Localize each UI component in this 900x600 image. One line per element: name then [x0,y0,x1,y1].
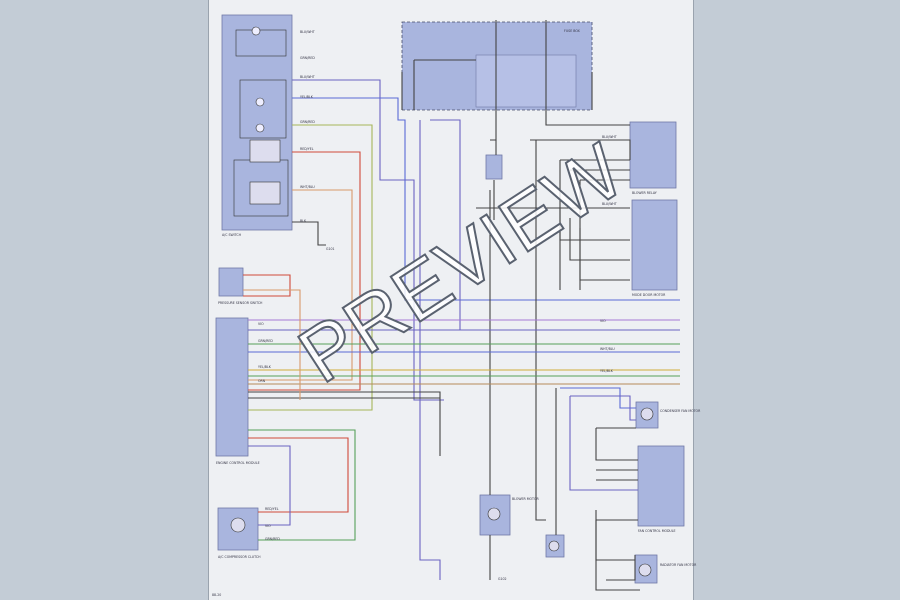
wire-label: RED/YEL [300,147,314,151]
wire-label: WHT/BLU [300,185,315,189]
wire-label: YEL/BLK [300,95,314,99]
component-captions: A/C SWITCH PRESSURE SENSOR SWITCH ENGINE… [212,29,701,597]
ac-switch-caption: A/C SWITCH [222,233,242,237]
wire-label: BLU/WHT [300,75,315,79]
blower-motor-caption: BLOWER MOTOR [512,497,539,501]
wire-label: BLU/WHT [602,135,617,139]
mode-door-box [631,199,678,291]
motor-symbols [230,407,654,577]
fuse-box-caption: FUSE BOX [564,29,581,33]
wires [243,20,680,591]
wire-label: YEL/BLK [258,365,272,369]
ecm-box [215,317,249,457]
ground-g2-caption: G102 [498,577,507,581]
wire-label: VIO [258,322,264,326]
wire-label: VIO [600,319,606,323]
wire-label: GRN/RED [300,120,315,124]
wire-label: BLU/WHT [602,202,617,206]
wire-label: GRN/RED [258,339,273,343]
fuse-box-inner [475,54,577,108]
blower-relay-caption: BLOWER RELAY [632,191,657,195]
pressure-switch-box [218,267,244,297]
small-fuse-box [485,154,503,180]
condenser-fan-caption: CONDENSER FAN MOTOR [660,409,701,413]
wire-label: BLU/WHT [300,30,315,34]
radiator-fan-caption: RADIATOR FAN MOTOR [660,563,697,567]
compressor-clutch-caption: A/C COMPRESSOR CLUTCH [218,555,261,559]
wire-label: ORN [258,379,266,383]
blower-relay-box [629,121,677,189]
ac-switch-internals [233,26,289,217]
fan-control-caption: FAN CONTROL MODULE [638,529,676,533]
wire-label: RED/YEL [265,507,279,511]
wire-label: WHT/BLU [600,347,615,351]
ground-g1-caption: G101 [326,247,335,251]
wire-label: YEL/BLK [600,369,614,373]
wire-labels: BLU/WHT GRN/RED BLU/WHT YEL/BLK GRN/RED … [258,30,617,541]
wire-label: BLK [300,219,307,223]
fan-control-box [637,445,685,527]
wire-label: GRN/RED [265,537,280,541]
page-number: 88-20 [212,593,221,597]
wire-label: GRN/RED [300,56,315,60]
ecm-caption: ENGINE CONTROL MODULE [216,461,260,465]
wire-label: VIO [265,524,271,528]
pressure-switch-caption: PRESSURE SENSOR SWITCH [218,301,263,305]
mode-door-caption: MODE DOOR MOTOR [632,293,666,297]
